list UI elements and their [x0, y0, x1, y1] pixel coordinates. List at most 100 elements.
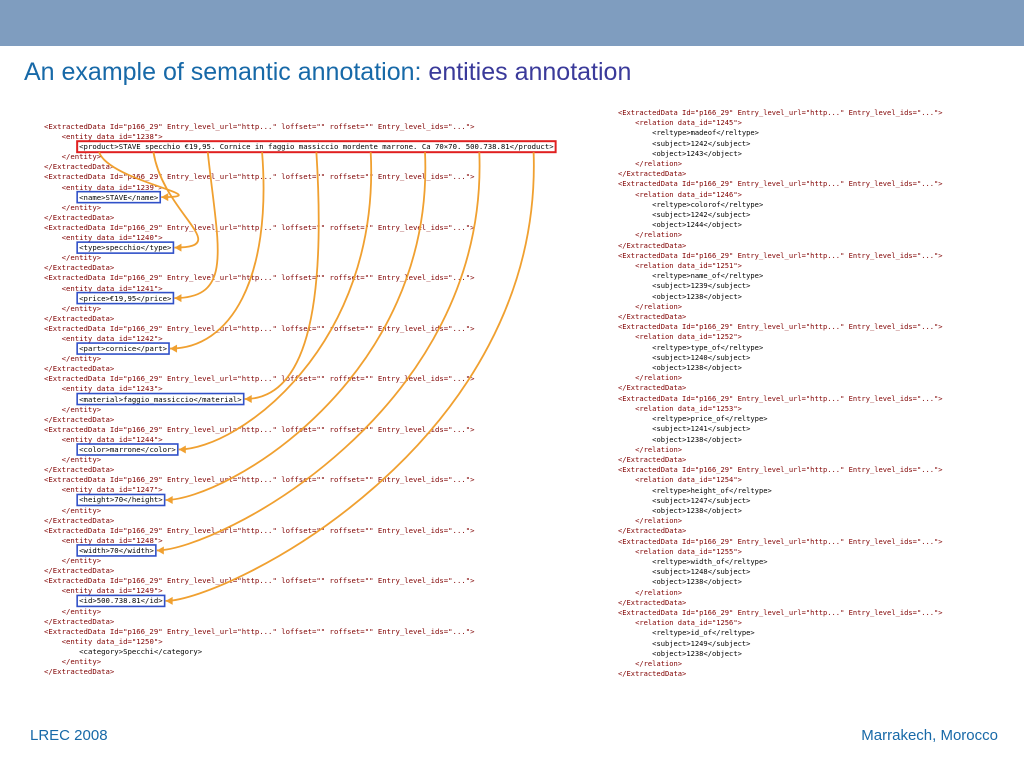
- relation-close: </relation>: [618, 445, 943, 455]
- relation-open: <relation data_id="1251">: [618, 261, 943, 271]
- relation-object: <object>1244</object>: [618, 220, 943, 230]
- entity-inner-text: <price>€19,95</price>: [79, 293, 172, 303]
- extracted-data-open: <ExtractedData Id="p166_29" Entry_level_…: [44, 273, 554, 283]
- extracted-data-close-text: </ExtractedData>: [618, 383, 687, 393]
- extracted-data-close-text: </ExtractedData>: [618, 312, 687, 322]
- entity-open: <entity data_id="1239">: [44, 183, 554, 193]
- entity-open-text: <entity data_id="1250">: [61, 636, 163, 646]
- extracted-data-close-text: </ExtractedData>: [44, 364, 115, 374]
- relations-xml-listing: <ExtractedData Id="p166_29" Entry_level_…: [618, 108, 943, 679]
- relation-reltype-text: <reltype>colorof</reltype>: [652, 199, 764, 209]
- relation-reltype-text: <reltype>height_of</reltype>: [652, 485, 772, 495]
- entity-open: <entity data_id="1240">: [44, 233, 554, 243]
- entity-inner-text: <name>STAVE</name>: [79, 192, 159, 202]
- extracted-data-close: </ExtractedData>: [44, 415, 554, 425]
- relation-close-text: </relation>: [635, 373, 683, 383]
- relation-object-text: <object>1238</object>: [652, 434, 742, 444]
- entity-open-text: <entity data_id="1241">: [61, 283, 163, 293]
- relation-reltype-text: <reltype>type_of</reltype>: [652, 342, 764, 352]
- extracted-data-close-text: </ExtractedData>: [618, 454, 687, 464]
- relation-reltype: <reltype>id_of</reltype>: [618, 628, 943, 638]
- entity-open: <entity data_id="1242">: [44, 334, 554, 344]
- entities-xml-listing: <ExtractedData Id="p166_29" Entry_level_…: [44, 122, 554, 677]
- entity-inner: <height>70</height>: [44, 495, 554, 505]
- entity-close-text: </entity>: [61, 455, 102, 465]
- entity-close: </entity>: [44, 657, 554, 667]
- extracted-data-close: </ExtractedData>: [44, 263, 554, 273]
- extracted-data-close-text: </ExtractedData>: [44, 616, 115, 626]
- relation-open-text: <relation data_id="1252">: [635, 332, 742, 342]
- extracted-data-open-text: <ExtractedData Id="p166_29" Entry_level_…: [44, 374, 475, 384]
- extracted-data-close: </ExtractedData>: [44, 566, 554, 576]
- relation-close-text: </relation>: [635, 444, 683, 454]
- extracted-data-close: </ExtractedData>: [44, 314, 554, 324]
- relation-open-text: <relation data_id="1254">: [635, 475, 742, 485]
- relation-close: </relation>: [618, 230, 943, 240]
- extracted-data-close: </ExtractedData>: [618, 169, 943, 179]
- relation-open: <relation data_id="1254">: [618, 475, 943, 485]
- entity-close: </entity>: [44, 354, 554, 364]
- entity-inner-text: <id>500.738.81</id>: [79, 596, 163, 606]
- extracted-data-close-text: </ExtractedData>: [44, 263, 115, 273]
- extracted-data-open: <ExtractedData Id="p166_29" Entry_level_…: [44, 374, 554, 384]
- slide-title-sub: entities annotation: [428, 58, 632, 86]
- extracted-data-open: <ExtractedData Id="p166_29" Entry_level_…: [618, 608, 943, 618]
- entity-inner-text: <type>specchio</type>: [79, 243, 172, 253]
- entity-close: </entity>: [44, 455, 554, 465]
- entity-inner-text: <height>70</height>: [79, 495, 163, 505]
- relation-subject: <subject>1248</subject>: [618, 567, 943, 577]
- relation-reltype-text: <reltype>madeof</reltype>: [652, 128, 759, 138]
- extracted-data-close: </ExtractedData>: [618, 598, 943, 608]
- relation-object: <object>1238</object>: [618, 292, 943, 302]
- relation-object-text: <object>1243</object>: [652, 148, 742, 158]
- extracted-data-open-text: <ExtractedData Id="p166_29" Entry_level_…: [618, 607, 943, 617]
- extracted-data-open: <ExtractedData Id="p166_29" Entry_level_…: [44, 576, 554, 586]
- extracted-data-open: <ExtractedData Id="p166_29" Entry_level_…: [618, 322, 943, 332]
- extracted-data-open-text: <ExtractedData Id="p166_29" Entry_level_…: [44, 122, 475, 131]
- relation-subject: <subject>1247</subject>: [618, 496, 943, 506]
- entity-inner-text: <width>70</width>: [79, 545, 154, 555]
- extracted-data-close-text: </ExtractedData>: [44, 162, 115, 172]
- extracted-data-close: </ExtractedData>: [618, 241, 943, 251]
- entity-inner: <category>Specchi</category>: [44, 647, 554, 657]
- entity-inner: <price>€19,95</price>: [44, 294, 554, 304]
- entity-close: </entity>: [44, 304, 554, 314]
- extracted-data-close-text: </ExtractedData>: [44, 313, 115, 323]
- extracted-data-close: </ExtractedData>: [618, 312, 943, 322]
- relation-open-text: <relation data_id="1245">: [635, 118, 742, 128]
- extracted-data-open-text: <ExtractedData Id="p166_29" Entry_level_…: [618, 179, 943, 189]
- extracted-data-open: <ExtractedData Id="p166_29" Entry_level_…: [44, 475, 554, 485]
- extracted-data-close-text: </ExtractedData>: [44, 465, 115, 475]
- entity-close-text: </entity>: [61, 354, 102, 364]
- entity-open-text: <entity data_id="1239">: [61, 182, 163, 192]
- extracted-data-close-text: </ExtractedData>: [618, 526, 687, 536]
- relation-close: </relation>: [618, 516, 943, 526]
- entity-close-text: </entity>: [61, 253, 102, 263]
- relation-close-text: </relation>: [635, 301, 683, 311]
- extracted-data-open-text: <ExtractedData Id="p166_29" Entry_level_…: [44, 424, 475, 434]
- slide-title-main: An example of semantic annotation:: [24, 58, 429, 86]
- entity-close: </entity>: [44, 506, 554, 516]
- relation-subject: <subject>1249</subject>: [618, 639, 943, 649]
- extracted-data-open: <ExtractedData Id="p166_29" Entry_level_…: [44, 172, 554, 182]
- extracted-data-close: </ExtractedData>: [618, 669, 943, 679]
- entity-close-text: </entity>: [61, 152, 102, 162]
- relation-reltype: <reltype>type_of</reltype>: [618, 343, 943, 353]
- extracted-data-open: <ExtractedData Id="p166_29" Entry_level_…: [44, 425, 554, 435]
- relation-object: <object>1238</object>: [618, 577, 943, 587]
- extracted-data-open: <ExtractedData Id="p166_29" Entry_level_…: [44, 223, 554, 233]
- relation-subject: <subject>1241</subject>: [618, 424, 943, 434]
- relation-object: <object>1238</object>: [618, 506, 943, 516]
- relation-object-text: <object>1238</object>: [652, 577, 742, 587]
- extracted-data-close: </ExtractedData>: [618, 455, 943, 465]
- entity-close-text: </entity>: [61, 556, 102, 566]
- relation-reltype-text: <reltype>price_of</reltype>: [652, 414, 768, 424]
- relation-subject-text: <subject>1242</subject>: [652, 210, 751, 220]
- extracted-data-close: </ExtractedData>: [44, 465, 554, 475]
- extracted-data-open: <ExtractedData Id="p166_29" Entry_level_…: [618, 537, 943, 547]
- relation-subject-text: <subject>1242</subject>: [652, 138, 751, 148]
- entity-open: <entity data_id="1250">: [44, 637, 554, 647]
- relation-close-text: </relation>: [635, 658, 683, 668]
- relation-open-text: <relation data_id="1256">: [635, 618, 742, 628]
- relation-subject: <subject>1242</subject>: [618, 139, 943, 149]
